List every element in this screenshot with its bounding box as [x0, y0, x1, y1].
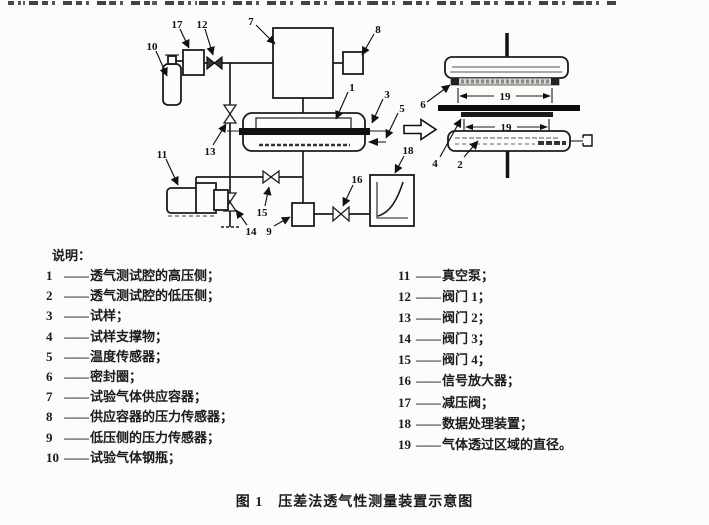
- legend-item: 12——阀门 1；: [398, 289, 491, 305]
- side-fitting: [570, 134, 593, 147]
- vacuum-pump: [166, 182, 229, 217]
- supply-pressure-sensor: [342, 51, 364, 75]
- valve-1: [206, 55, 223, 71]
- figure-caption: 图 1 压差法透气性测量装置示意图: [235, 495, 474, 510]
- legend-item: 3——试样；: [46, 308, 130, 324]
- legend-item: 10——试验气体钢瓶；: [46, 449, 182, 465]
- legend-item: 2——透气测试腔的低压侧；: [46, 288, 221, 304]
- legend-item: 7——试验气体供应容器；: [46, 389, 208, 405]
- test-cell: [227, 112, 389, 152]
- callout-7: 7: [248, 16, 254, 28]
- callout-3: 3: [384, 89, 390, 101]
- legend-item: 14——阀门 3；: [398, 331, 491, 347]
- valve-4: [262, 169, 280, 185]
- dimension-arrow-top: 19: [457, 88, 553, 103]
- legend-item: 18——数据处理装置；: [398, 415, 534, 431]
- processor-curve: [377, 181, 404, 217]
- clipped-text-row: [8, 1, 620, 5]
- callout-5: 5: [399, 103, 405, 115]
- legend-item: 5——温度传感器；: [46, 348, 169, 364]
- detail-pointer-arrow: [403, 118, 438, 141]
- dimension-label-bottom: 19: [501, 122, 513, 134]
- callout-9: 9: [266, 226, 272, 238]
- data-processor: [369, 174, 415, 227]
- cell-detail-view: 19 19: [438, 33, 593, 178]
- callout-11: 11: [157, 149, 167, 161]
- supply-container: [272, 27, 334, 99]
- callout-8: 8: [375, 24, 381, 36]
- callout-1: 1: [349, 82, 355, 94]
- specimen-support-bar: [461, 112, 553, 117]
- specimen-detail-bar: [438, 105, 580, 111]
- legend-column-right: 11——真空泵； 12——阀门 1； 13——阀门 2； 14——阀门 3； 1…: [398, 267, 698, 457]
- legend-item: 11——真空泵；: [398, 268, 495, 283]
- callout-18: 18: [403, 145, 415, 157]
- legend-title: 说明：: [52, 248, 92, 263]
- legend-column-left: 1——透气测试腔的高压侧； 2——透气测试腔的低压侧； 3——试样； 4——试样…: [46, 267, 366, 469]
- legend-item: 19——气体透过区域的直径。: [398, 436, 573, 452]
- legend-item: 17——减压阀；: [398, 394, 495, 410]
- pressure-reducing-valve: [182, 49, 205, 76]
- temperature-sensor-arrow: [368, 138, 386, 146]
- callout-12: 12: [197, 19, 209, 31]
- legend-item: 16——信号放大器；: [398, 373, 521, 389]
- callout-14: 14: [246, 226, 258, 238]
- legend-item: 9——低压侧的压力传感器；: [46, 429, 221, 445]
- callout-2: 2: [457, 159, 463, 171]
- low-pressure-sensor: [291, 202, 315, 227]
- callout-10: 10: [147, 41, 159, 53]
- callout-6: 6: [420, 99, 426, 111]
- legend-item: 4——试样支撑物；: [46, 328, 169, 344]
- callout-13: 13: [205, 146, 217, 158]
- callout-15: 15: [257, 207, 269, 219]
- apparatus-schematic: 19 19: [147, 16, 593, 238]
- signal-amplifier: [332, 205, 350, 223]
- legend-item: 15——阀门 4；: [398, 352, 491, 368]
- valve-2: [222, 104, 238, 124]
- legend-item: 6——密封圈；: [46, 368, 143, 384]
- callout-17: 17: [172, 19, 184, 31]
- dimension-label-top: 19: [500, 91, 512, 103]
- seal-ring: [450, 77, 560, 86]
- callout-leaders: [155, 24, 479, 227]
- callout-16: 16: [352, 174, 364, 186]
- gas-cylinder: [162, 54, 182, 106]
- specimen-bar: [239, 128, 370, 135]
- legend-item: 13——阀门 2；: [398, 310, 491, 326]
- legend-item: 8——供应容器的压力传感器；: [46, 409, 234, 425]
- callout-4: 4: [432, 158, 438, 170]
- legend-item: 1——透气测试腔的高压侧；: [46, 268, 221, 283]
